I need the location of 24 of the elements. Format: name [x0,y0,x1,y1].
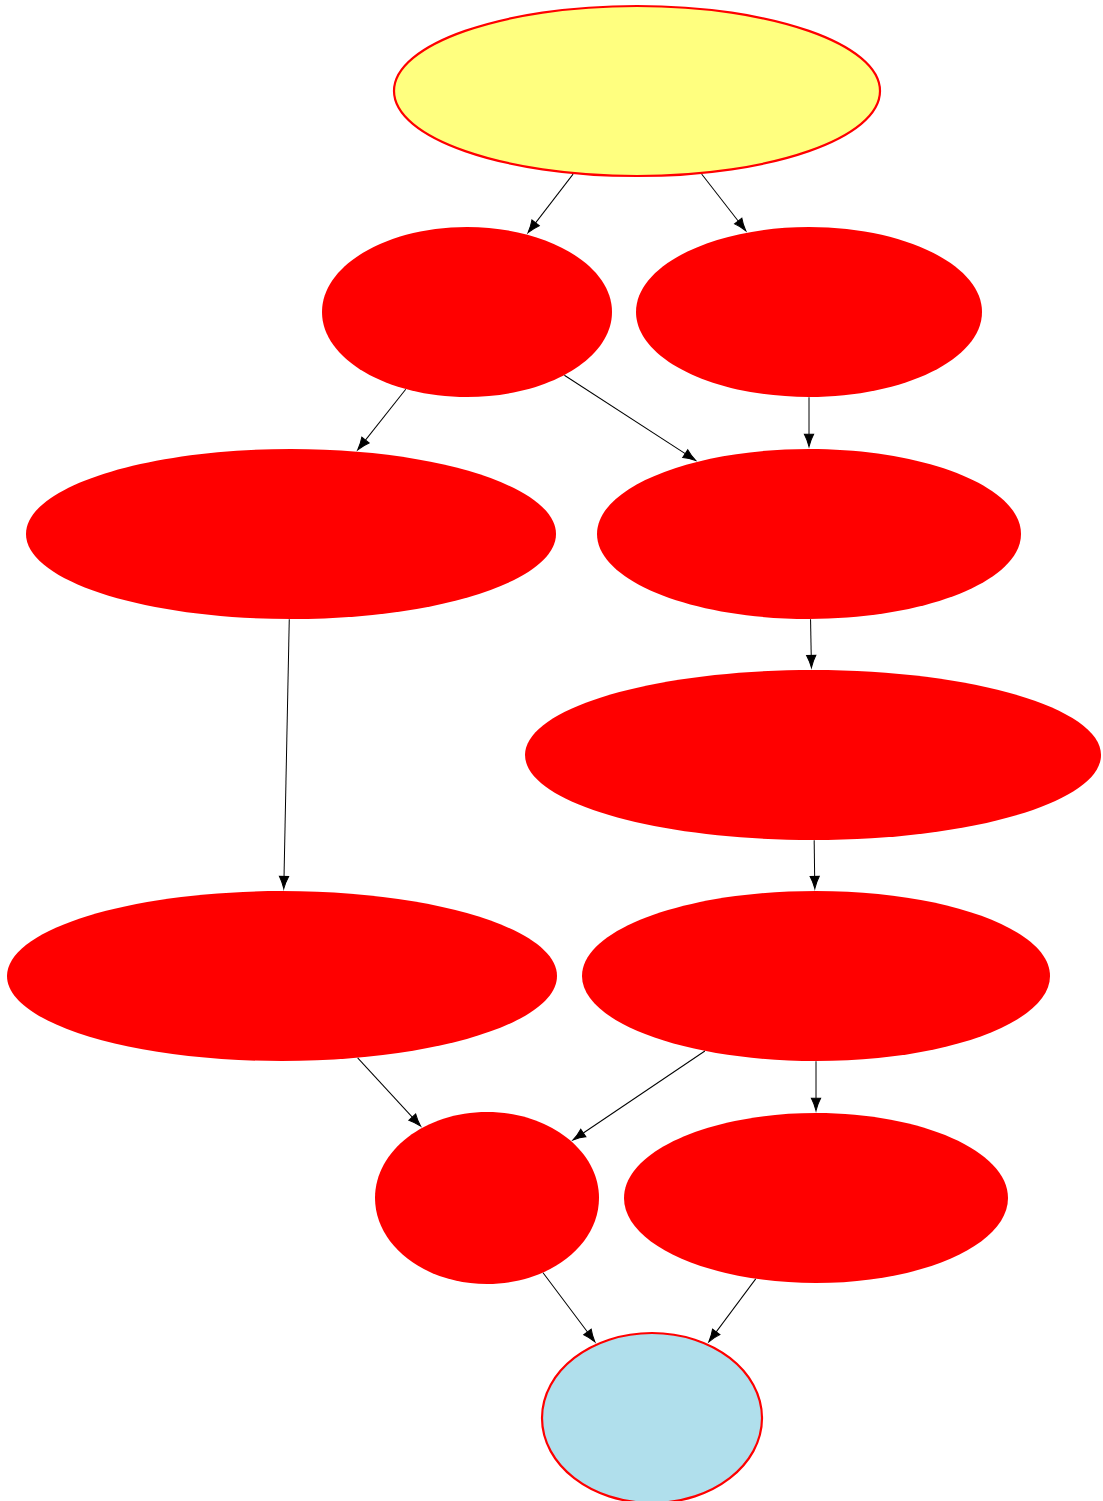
arrow [572,1050,706,1141]
ellipse [636,227,982,397]
arrow [708,1278,757,1343]
ellipse [582,891,1050,1061]
ellipse [624,1113,1008,1283]
ellipse [525,670,1101,840]
arrow [357,1057,422,1127]
ellipse [375,1112,599,1284]
ellipse [26,449,556,619]
arrow [542,1272,596,1343]
arrow [806,618,817,669]
arrow [357,388,407,451]
ellipse [7,891,557,1061]
arrow [563,374,697,461]
arrow [803,396,815,448]
ellipse [322,227,612,397]
ellipse [392,4,882,178]
arrow [701,173,747,232]
arrow [278,618,290,890]
ellipse [540,1331,764,1501]
arrow [809,839,820,890]
ellipse [597,449,1021,619]
arrow [810,1060,822,1112]
arrow [527,173,574,234]
